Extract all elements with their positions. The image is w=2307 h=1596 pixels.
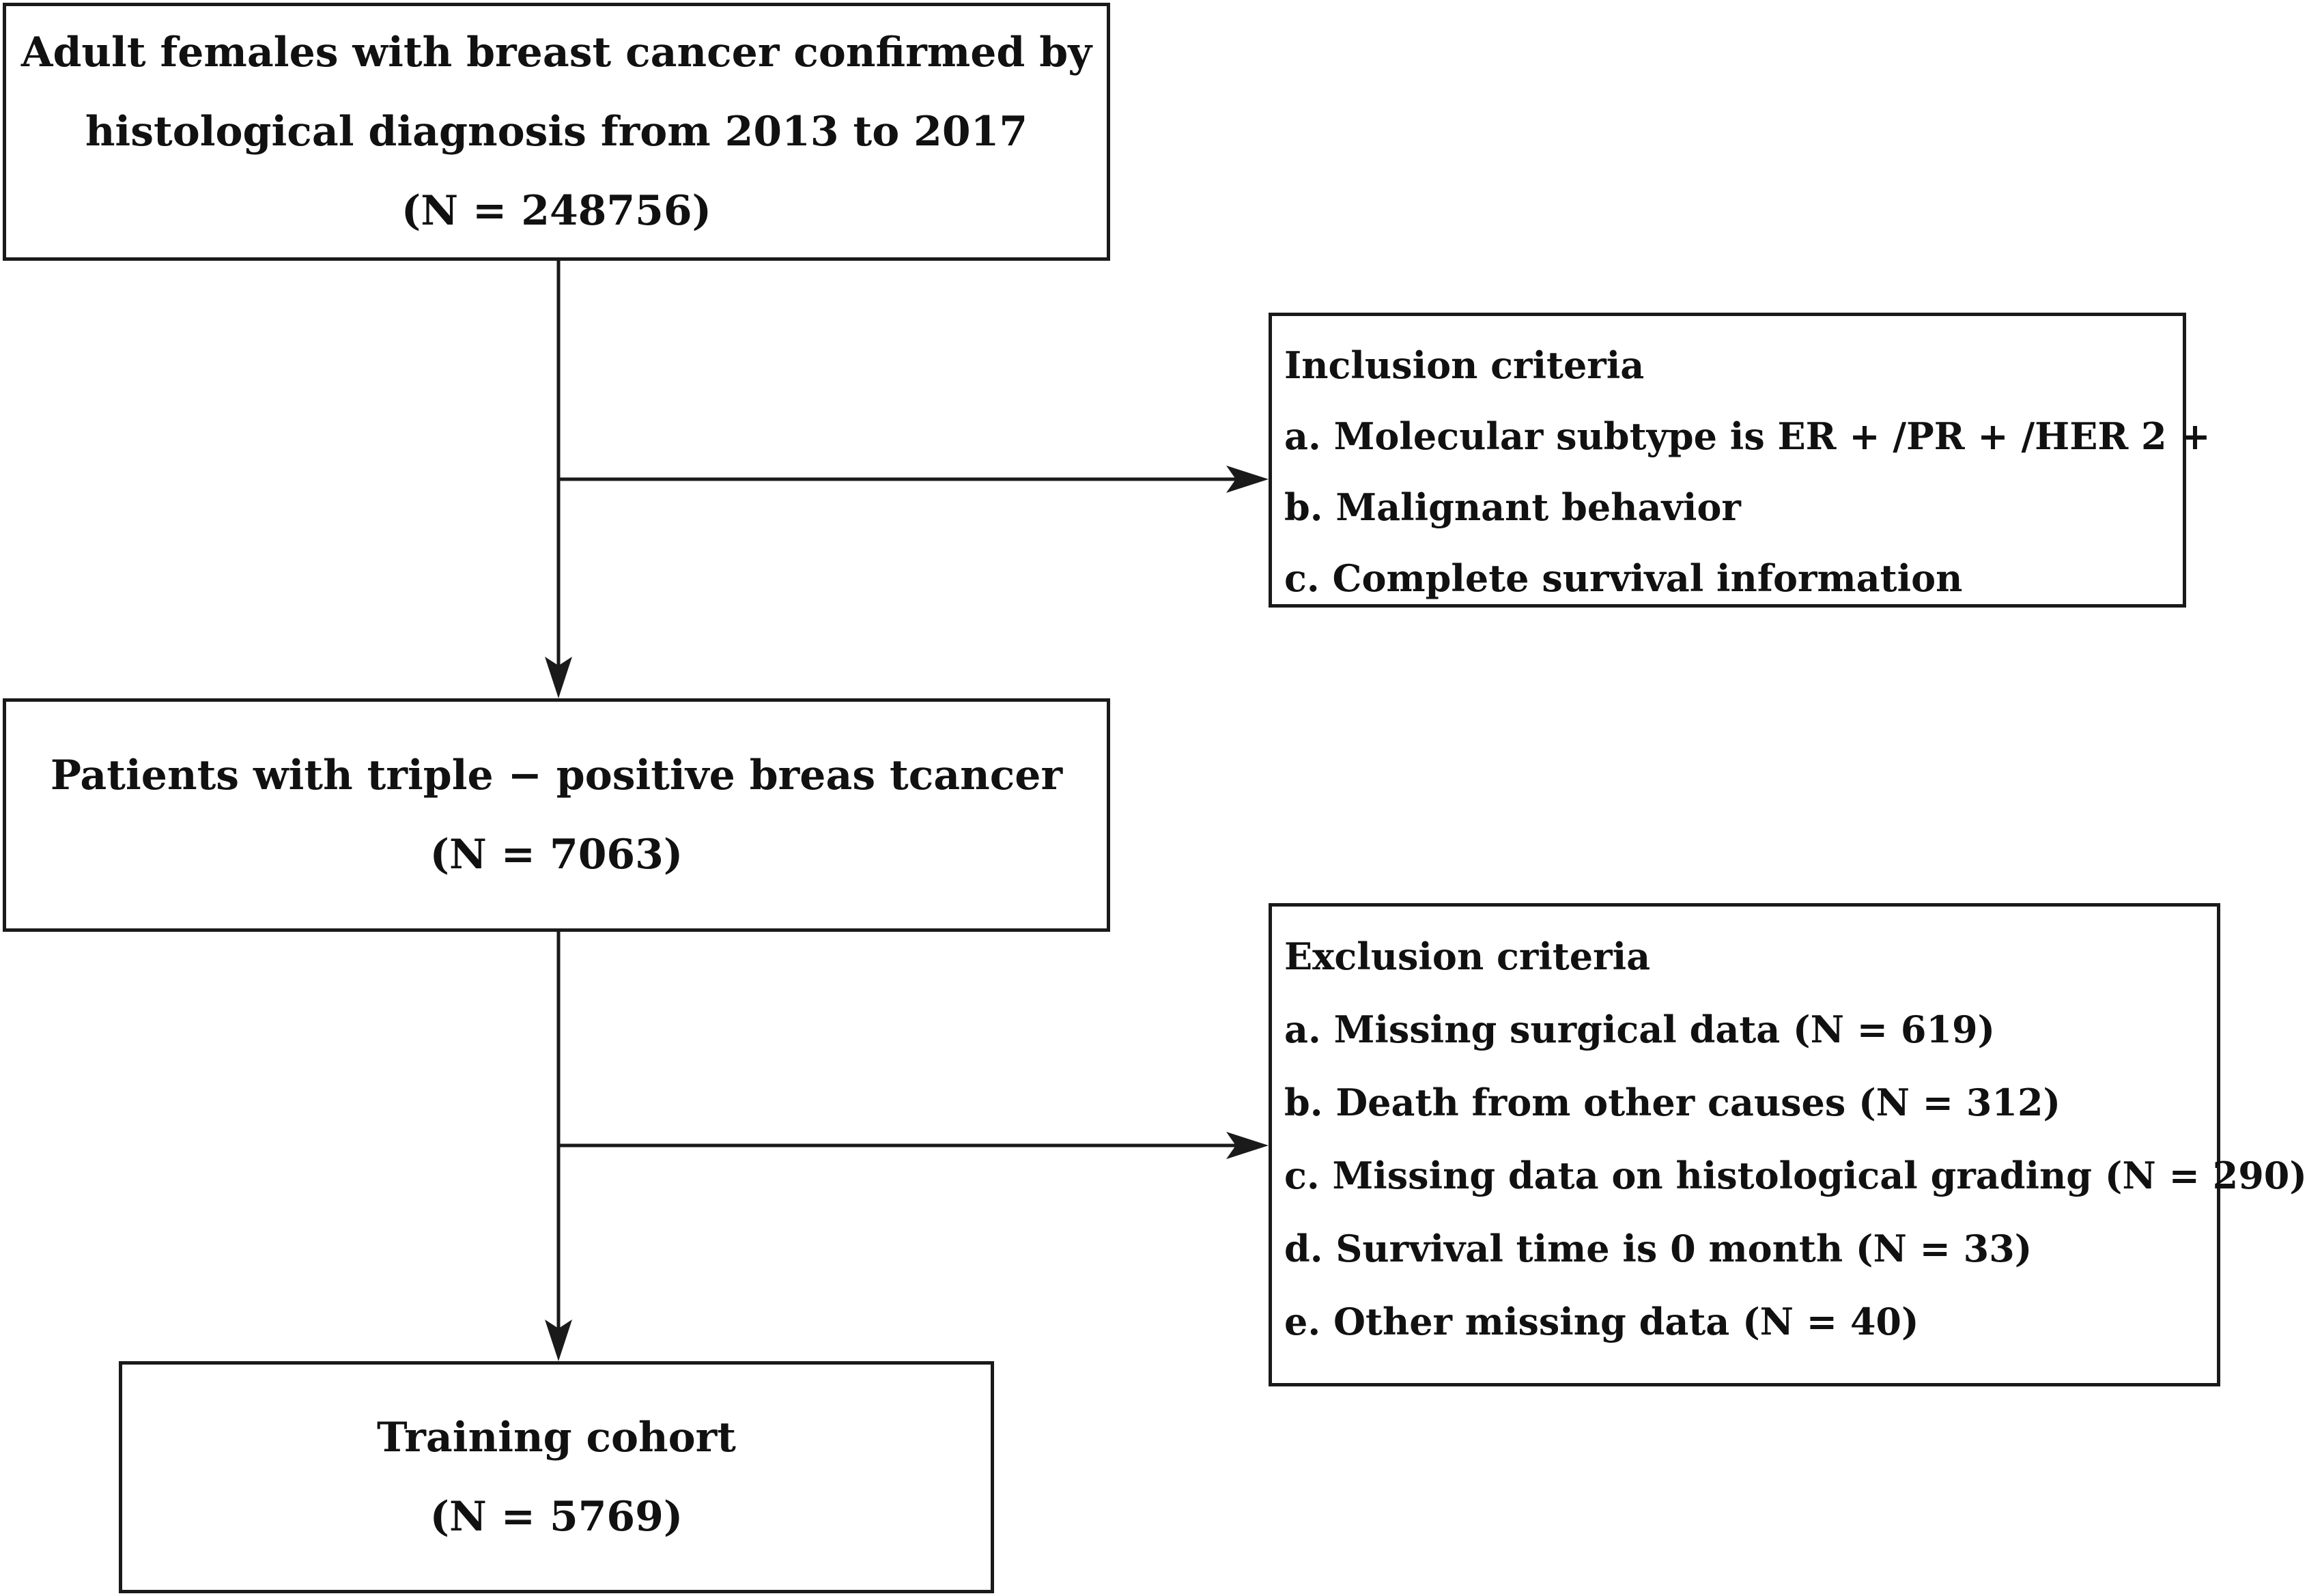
- training-cohort-count: (N = 5769): [429, 1493, 683, 1541]
- triple-positive-label: Patients with triple − positive breas tc…: [50, 752, 1063, 799]
- inclusion-criteria-item: c. Complete survival information: [1284, 556, 1963, 600]
- exclusion-criteria-item: c. Missing data on histological grading …: [1284, 1154, 2307, 1197]
- inclusion-criteria-item: a. Molecular subtype is ER + /PR + /HER …: [1284, 414, 2211, 458]
- arrowhead-down-training: [545, 1320, 572, 1361]
- exclusion-criteria-item: d. Survival time is 0 month (N = 33): [1284, 1227, 2033, 1270]
- total-population-count: (N = 248756): [401, 187, 712, 235]
- total-population-box: Adult females with breast cancer confirm…: [3, 3, 1110, 261]
- total-population-line2: histological diagnosis from 2013 to 2017: [85, 108, 1028, 156]
- exclusion-criteria-title: Exclusion criteria: [1284, 935, 1651, 978]
- flow-arrows: [545, 261, 1269, 1361]
- triple-positive-count: (N = 7063): [429, 831, 683, 879]
- inclusion-criteria-item: b. Malignant behavior: [1284, 485, 1741, 529]
- exclusion-criteria-item: a. Missing surgical data (N = 619): [1284, 1008, 1996, 1051]
- total-population-line1: Adult females with breast cancer confirm…: [20, 29, 1092, 76]
- triple-positive-box: Patients with triple − positive breas tc…: [3, 698, 1110, 932]
- training-cohort-box: Training cohort (N = 5769): [119, 1361, 994, 1593]
- exclusion-criteria-item: e. Other missing data (N = 40): [1284, 1300, 1919, 1343]
- arrowhead-down-triple: [545, 657, 572, 698]
- training-cohort-label: Training cohort: [377, 1414, 736, 1462]
- inclusion-criteria-box: Inclusion criteria a. Molecular subtype …: [1269, 313, 2211, 608]
- exclusion-criteria-item: b. Death from other causes (N = 312): [1284, 1081, 2061, 1124]
- exclusion-criteria-box: Exclusion criteria a. Missing surgical d…: [1269, 903, 2307, 1386]
- inclusion-criteria-title: Inclusion criteria: [1284, 343, 1645, 387]
- arrowhead-right-inclusion: [1226, 466, 1269, 493]
- arrowhead-right-exclusion: [1226, 1132, 1269, 1159]
